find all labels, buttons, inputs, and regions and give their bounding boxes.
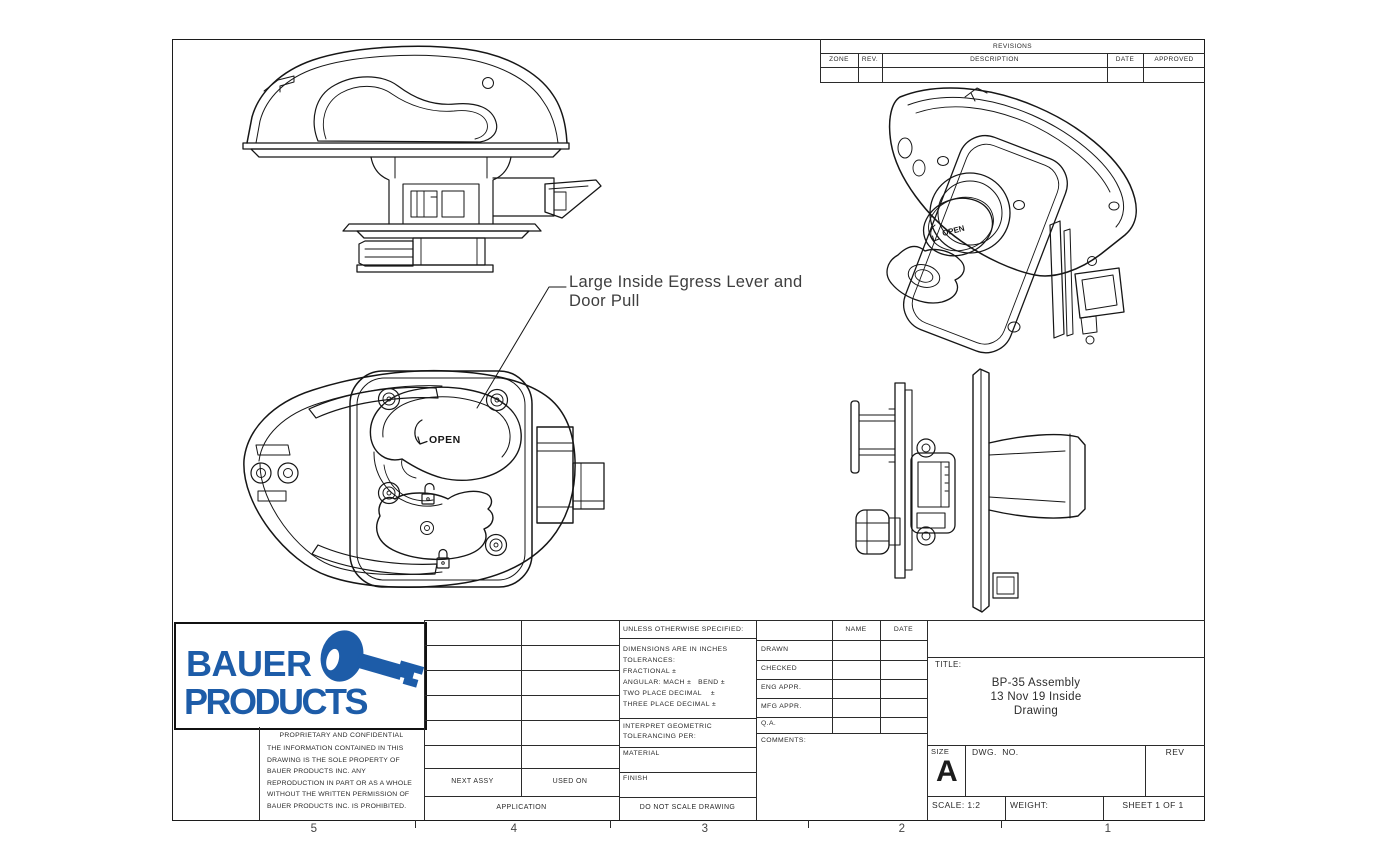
name-header: NAME [845,626,867,633]
zone-number-5: 5 [310,823,318,835]
tolerance-line-2: TOLERANCES: [623,657,676,664]
rev-col-description: DESCRIPTION [970,56,1019,63]
size-label: SIZE [931,747,950,756]
finish-label: FINISH [623,775,648,782]
proprietary-body: THE INFORMATION CONTAINED IN THIS DRAWIN… [267,745,413,810]
comments-label: COMMENTS: [761,737,807,744]
title-line-2: 13 Nov 19 Inside [990,691,1082,703]
zone-number-1: 1 [1104,823,1112,835]
view-top-side [242,45,602,273]
annotation-leader-line [476,286,567,409]
open-arrow [414,419,428,445]
drawing-title: BP-35 Assembly 13 Nov 19 Inside Drawing [927,676,1145,718]
size-value: A [936,755,959,788]
annotation-line-1: Large Inside Egress Lever and [569,273,803,291]
logo-line-bauer: BAUER [186,643,312,684]
title-line-3: Drawing [1013,705,1059,717]
drawing-border [172,39,1205,821]
bauer-products-logo: BAUER PRODUCTS [174,622,427,730]
qa-label: Q.A. [761,720,777,727]
view-isometric: OPEN [886,87,1137,354]
zone-number-4: 4 [510,823,518,835]
mounting-screws [377,387,509,557]
rev-col-date: DATE [1115,56,1135,63]
view-bottom-side [850,368,1086,613]
callout-annotation: Large Inside Egress Lever and Door Pull [569,273,802,311]
key-icon [320,630,425,688]
drawn-label: DRAWN [761,646,789,653]
material-label: MATERIAL [623,750,660,757]
tolerance-line-3: FRACTIONAL ± [623,668,677,675]
zone-number-3: 3 [701,823,709,835]
tolerance-line-4: ANGULAR: MACH ± BEND ± [623,679,726,686]
view-front-inside: OPEN [243,369,605,589]
tolerance-line-6: THREE PLACE DECIMAL ± [623,701,717,708]
proprietary-heading: PROPRIETARY AND CONFIDENTIAL [279,732,404,739]
dwg-no-label: DWG. NO. [972,747,1019,757]
rev-col-approved: APPROVED [1154,56,1194,63]
revisions-header: REVISIONS [993,43,1032,50]
revisions-table [820,39,1205,82]
do-not-scale-label: DO NOT SCALE DRAWING [639,804,736,811]
logo-line-products: PRODUCTS [184,681,369,722]
lock-icon [436,548,450,569]
scale-value: SCALE: 1:2 [932,800,981,810]
unless-otherwise-label: UNLESS OTHERWISE SPECIFIED: [623,626,744,633]
tolerance-line-1: DIMENSIONS ARE IN INCHES [623,646,728,653]
title-line-1: BP-35 Assembly [991,677,1081,689]
checked-label: CHECKED [761,665,798,672]
next-assy-label: NEXT ASSY [451,778,494,785]
door-pull-profile [988,433,1086,519]
date-header: DATE [893,626,914,633]
eng-appr-label: ENG APPR. [761,684,802,691]
door-pull-lever [376,490,494,561]
cad-views-canvas: OPEN [242,45,1137,613]
open-label-front: OPEN [429,434,461,446]
annotation-line-2: Door Pull [569,292,640,310]
interpret-geometric-label: INTERPRET GEOMETRIC TOLERANCING PER: [623,723,713,740]
weight-label: WEIGHT: [1010,800,1049,810]
application-label: APPLICATION [496,804,547,811]
rev-label: REV [1165,747,1185,757]
rev-col-rev: REV. [861,56,879,63]
rev-col-zone: ZONE [829,56,849,63]
tolerance-line-5: TWO PLACE DECIMAL ± [623,690,715,697]
unlock-icon [421,482,435,505]
used-on-label: USED ON [552,778,588,785]
proprietary-notice: PROPRIETARY AND CONFIDENTIAL THE INFORMA… [259,727,423,820]
title-label: TITLE: [935,660,962,669]
sheet-label: SHEET 1 OF 1 [1122,800,1184,810]
zone-number-2: 2 [898,823,906,835]
mfg-appr-label: MFG APPR. [761,703,802,710]
